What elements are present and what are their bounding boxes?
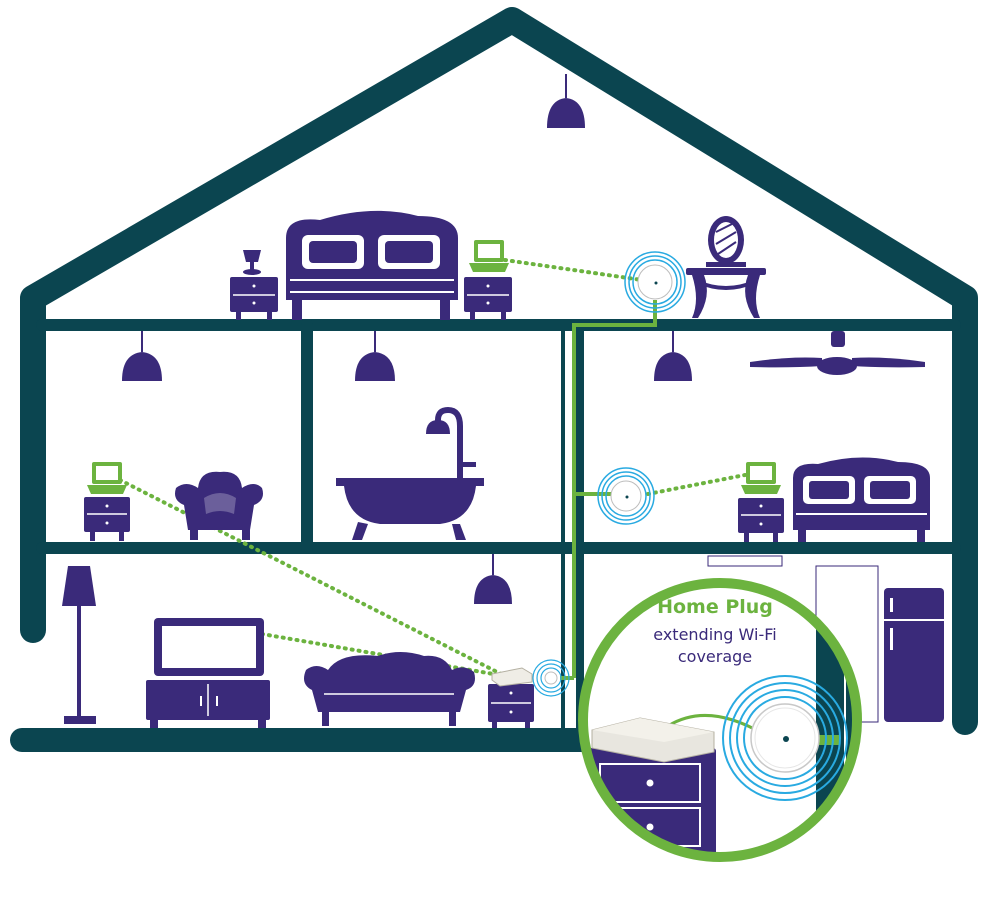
ceiling-lamp-icon xyxy=(474,554,512,604)
callout-subtitle-line2: coverage xyxy=(677,647,753,666)
homeplug-adapter-icon xyxy=(722,675,848,801)
table-lamp-icon xyxy=(243,250,261,275)
callout-dresser xyxy=(586,748,716,857)
nightstand-icon xyxy=(84,497,130,541)
ceiling-lamp-icon xyxy=(355,331,395,381)
callout-ring xyxy=(578,578,862,862)
nightstand-icon xyxy=(230,277,278,320)
ceiling-fan-icon xyxy=(750,331,925,375)
ceiling-lamp-icon xyxy=(654,331,692,381)
floor-lamp-icon xyxy=(62,566,96,724)
house-structure xyxy=(10,7,978,752)
homeplug-adapter-icon xyxy=(624,251,686,313)
wifi-link-right-room xyxy=(646,473,747,496)
kitchen-counter xyxy=(707,555,783,567)
sofa-icon xyxy=(304,652,475,726)
furniture xyxy=(62,74,944,728)
bathtub-icon xyxy=(336,406,484,540)
tv-icon xyxy=(146,618,270,728)
ceiling-lamp-icon xyxy=(122,331,162,381)
callout-subtitle-line1: extending Wi-Fi xyxy=(653,625,777,644)
callout-title: Home Plug xyxy=(657,596,773,618)
homeplug-adapter-icon xyxy=(597,467,655,525)
nightstand-icon xyxy=(738,498,784,542)
bed-icon xyxy=(793,457,930,542)
zoom-callout xyxy=(578,578,862,862)
roof xyxy=(20,7,978,735)
laptop-icon xyxy=(87,462,127,494)
bed-icon xyxy=(286,210,458,320)
nightstand-icon xyxy=(464,277,512,320)
laptop-icon xyxy=(741,462,781,494)
vanity-icon xyxy=(686,216,766,318)
homeplug-adapter-icon xyxy=(532,659,570,697)
armchair-icon xyxy=(175,471,263,540)
wifi-link-attic xyxy=(503,258,644,282)
wifi-link-left-room xyxy=(118,478,507,678)
router-icon xyxy=(591,717,715,763)
callout-subtitle: extending Wi-Fi coverage xyxy=(615,624,815,668)
router-icon xyxy=(491,667,533,687)
fridge-icon xyxy=(884,588,944,722)
nightstand-icon xyxy=(488,684,534,728)
laptop-icon xyxy=(469,240,509,272)
ceiling-lamp-icon xyxy=(547,74,585,128)
